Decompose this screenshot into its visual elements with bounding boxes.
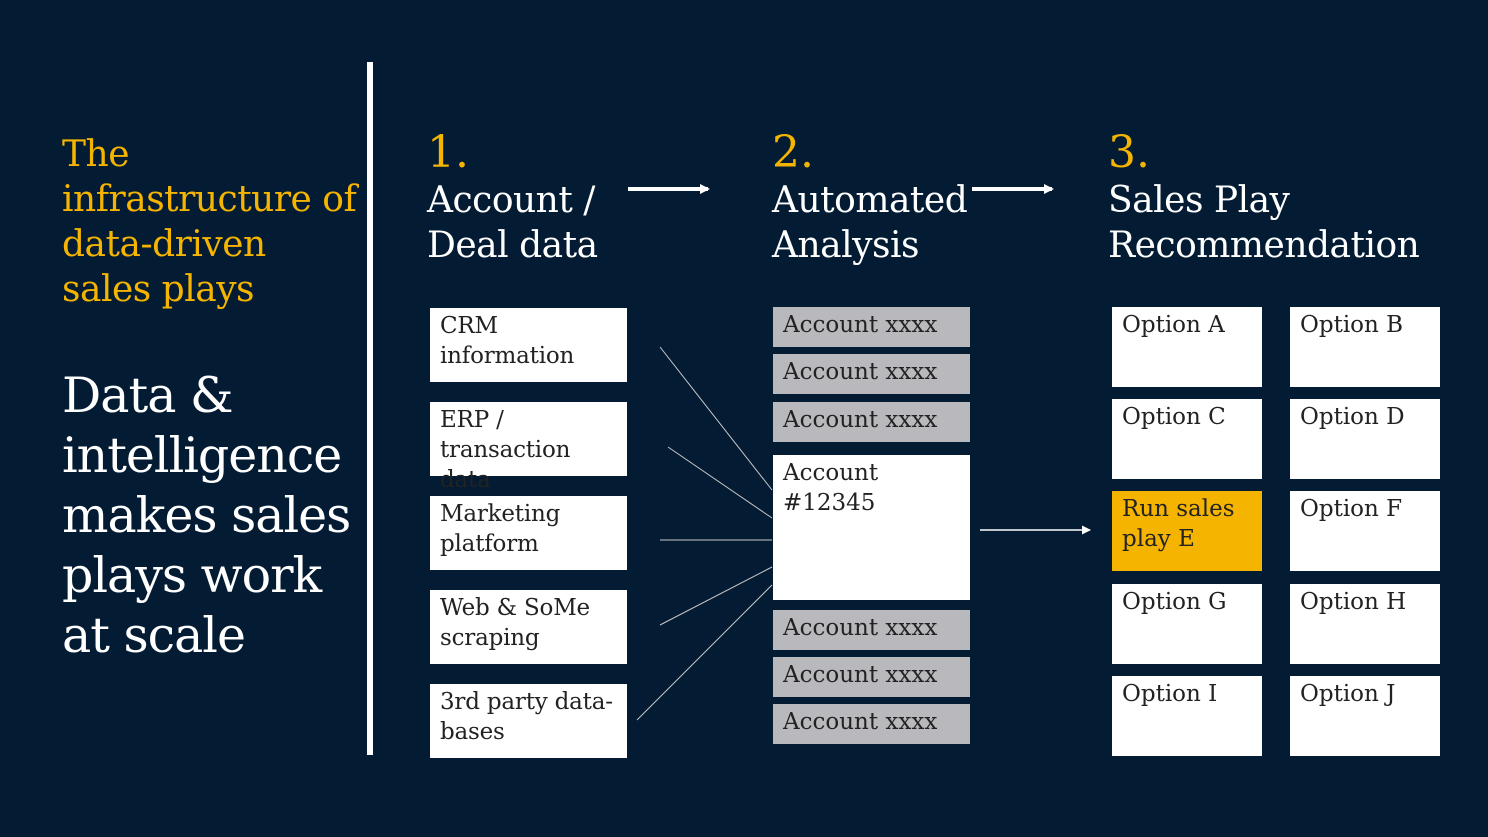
source-erp: ERP / transaction data	[430, 402, 627, 493]
account-placeholder: Account xxxx	[773, 307, 970, 347]
step-2-title-line1: Automated	[772, 180, 968, 221]
connector-crm	[659, 346, 773, 491]
connector-3rd-party	[636, 584, 773, 721]
account-placeholder: Account xxxx	[773, 354, 970, 394]
source-web-scraping: Web & SoMe scraping	[430, 590, 627, 664]
step-1-header: 1. Account / Deal data	[427, 128, 598, 268]
option-e-recommended: Run sales play E	[1112, 491, 1262, 571]
step-1-title-line1: Account /	[427, 180, 595, 221]
option-a: Option A	[1112, 307, 1262, 387]
step-1-title-line2: Deal data	[427, 225, 598, 266]
option-i: Option I	[1112, 676, 1262, 756]
step-2-title-line2: Analysis	[772, 225, 919, 266]
account-placeholder: Account xxxx	[773, 402, 970, 442]
step-3-header: 3. Sales Play Recommendation	[1108, 127, 1420, 268]
step-3-title-line2: Recommendation	[1108, 225, 1420, 266]
step-3-number: 3.	[1108, 127, 1150, 178]
account-placeholder: Account xxxx	[773, 610, 970, 650]
step-3-title-line1: Sales Play	[1108, 180, 1290, 221]
option-j: Option J	[1290, 676, 1440, 756]
option-f: Option F	[1290, 491, 1440, 571]
option-c: Option C	[1112, 399, 1262, 479]
account-selected: Account #12345	[773, 455, 970, 600]
source-3rd-party: 3rd party data-bases	[430, 684, 627, 758]
connector-erp	[667, 446, 773, 519]
vertical-divider	[367, 62, 373, 755]
diagram-subtitle: The infrastructure of data-driven sales …	[62, 134, 357, 310]
account-placeholder: Account xxxx	[773, 657, 970, 697]
option-h: Option H	[1290, 584, 1440, 664]
connector-web	[659, 566, 773, 626]
option-g: Option G	[1112, 584, 1262, 664]
source-marketing: Marketing platform	[430, 496, 627, 570]
diagram-headline: Data & intelligence makes sales plays wo…	[62, 367, 351, 664]
step-2-number: 2.	[772, 127, 814, 178]
step-1-number: 1.	[427, 127, 469, 178]
source-crm: CRM information	[430, 308, 627, 382]
option-d: Option D	[1290, 399, 1440, 479]
account-placeholder: Account xxxx	[773, 704, 970, 744]
step-2-header: 2. Automated Analysis	[772, 127, 968, 268]
option-b: Option B	[1290, 307, 1440, 387]
